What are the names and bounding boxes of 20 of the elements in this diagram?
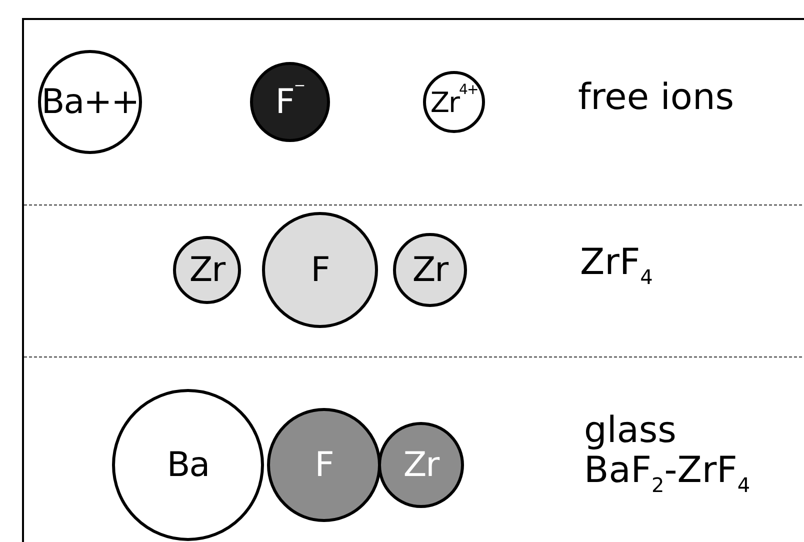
ion-label: Zr [189, 250, 225, 290]
ion-label: F [314, 445, 334, 485]
ion-circle [173, 236, 241, 304]
ion-label: Ba [166, 445, 210, 485]
ion-label: Zr [412, 250, 448, 290]
description-label: glass [584, 413, 676, 449]
ion-circle [38, 50, 142, 154]
description-label: free ions [578, 80, 734, 116]
ion-label: Zr$^{4+}$ [430, 86, 478, 118]
ion-label: Zr [403, 445, 439, 485]
ion-circle [423, 71, 485, 133]
ion-circle [378, 422, 464, 508]
ion-label: F$^{−}$ [275, 82, 305, 122]
ion-label: F [310, 250, 330, 290]
ion-circle [393, 233, 467, 307]
ion-circle [112, 389, 264, 541]
ion-circle [250, 62, 330, 142]
ion-label: Ba++ [41, 82, 139, 122]
ion-circle [267, 408, 381, 522]
ion-circle [262, 212, 378, 328]
